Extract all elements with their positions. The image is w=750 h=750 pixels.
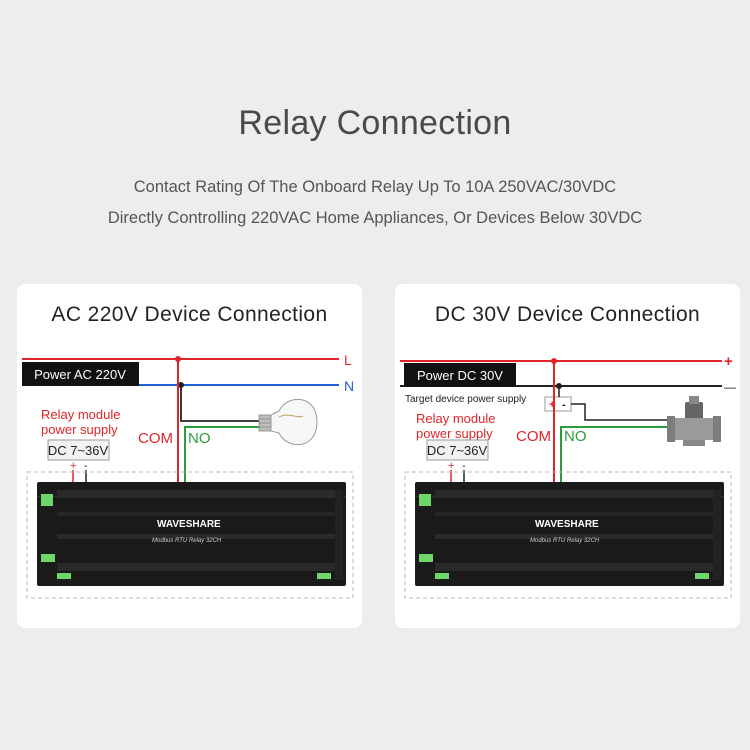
- ac-line-n-label: N: [344, 378, 354, 394]
- dc-power-label: Power DC 30V: [417, 368, 503, 383]
- ac-no-label: NO: [188, 430, 211, 447]
- ac-power-box: [22, 362, 139, 386]
- dc-relay-supply-line1: Relay module: [416, 411, 496, 426]
- page-title: Relay Connection: [238, 104, 512, 142]
- dc-no-label: NO: [564, 428, 587, 445]
- ac-board-model: Modbus RTU Relay 32CH: [152, 538, 222, 544]
- ac-no-wire: [184, 426, 263, 484]
- dc-relay-board: [415, 482, 724, 586]
- dc-target-plus: +: [549, 399, 555, 411]
- dc-target-supply-label: Target device power supply: [405, 394, 526, 405]
- dc-wiring-diagram: + — Power DC 30V Target device power sup…: [400, 353, 736, 599]
- subtitle-line-2: Directly Controlling 220VAC Home Applian…: [107, 209, 643, 227]
- ac-com-label: COM: [138, 430, 173, 447]
- ac-module-frame: [26, 471, 354, 599]
- ac-wiring-diagram: L N Power AC 220V COM NO Relay module po…: [22, 352, 354, 599]
- ac-board-brand: WAVESHARE: [157, 519, 221, 530]
- dc-no-wire: [560, 426, 675, 484]
- dc-com-label: COM: [516, 428, 551, 445]
- dc-target-to-valve: [571, 403, 675, 421]
- dc-board-brand: WAVESHARE: [535, 519, 599, 530]
- light-bulb-icon: [258, 398, 318, 446]
- ac-dc-plus: +: [70, 460, 76, 472]
- ac-dc-minus: -: [84, 460, 88, 472]
- dc-target-minus: -: [562, 399, 566, 411]
- dc-dc-label: DC 7~36V: [427, 443, 488, 458]
- dc-relay-supply-line2: power supply: [416, 426, 493, 441]
- ac-dc-box: [47, 439, 110, 461]
- dc-connection-card: DC 30V Device Connection + — Power DC 30…: [395, 284, 740, 628]
- dc-dc-minus: -: [462, 460, 466, 472]
- dc-dc-box: [426, 439, 489, 461]
- subtitle-line-1: Contact Rating Of The Onboard Relay Up T…: [133, 178, 617, 196]
- ac-connection-card: AC 220V Device Connection L N Power AC 2…: [17, 284, 362, 628]
- ac-card-title: AC 220V Device Connection: [51, 303, 328, 326]
- ac-relay-supply-line2: power supply: [41, 422, 118, 437]
- ac-relay-board: [37, 482, 346, 586]
- ac-dc-label: DC 7~36V: [48, 443, 109, 458]
- dc-module-frame: [404, 471, 732, 599]
- dc-card-title: DC 30V Device Connection: [434, 303, 701, 326]
- ac-line-l-label: L: [344, 352, 352, 368]
- dc-dc-plus: +: [448, 460, 454, 472]
- ac-relay-supply-line1: Relay module: [41, 407, 121, 422]
- dc-board-model: Modbus RTU Relay 32CH: [530, 538, 600, 544]
- dc-power-box: [404, 363, 516, 387]
- dc-line-plus-label: +: [724, 353, 733, 370]
- solenoid-valve-icon: [667, 396, 721, 446]
- ac-neutral-to-bulb: [180, 385, 263, 422]
- dc-line-minus-label: —: [724, 380, 736, 394]
- ac-power-label: Power AC 220V: [34, 367, 126, 382]
